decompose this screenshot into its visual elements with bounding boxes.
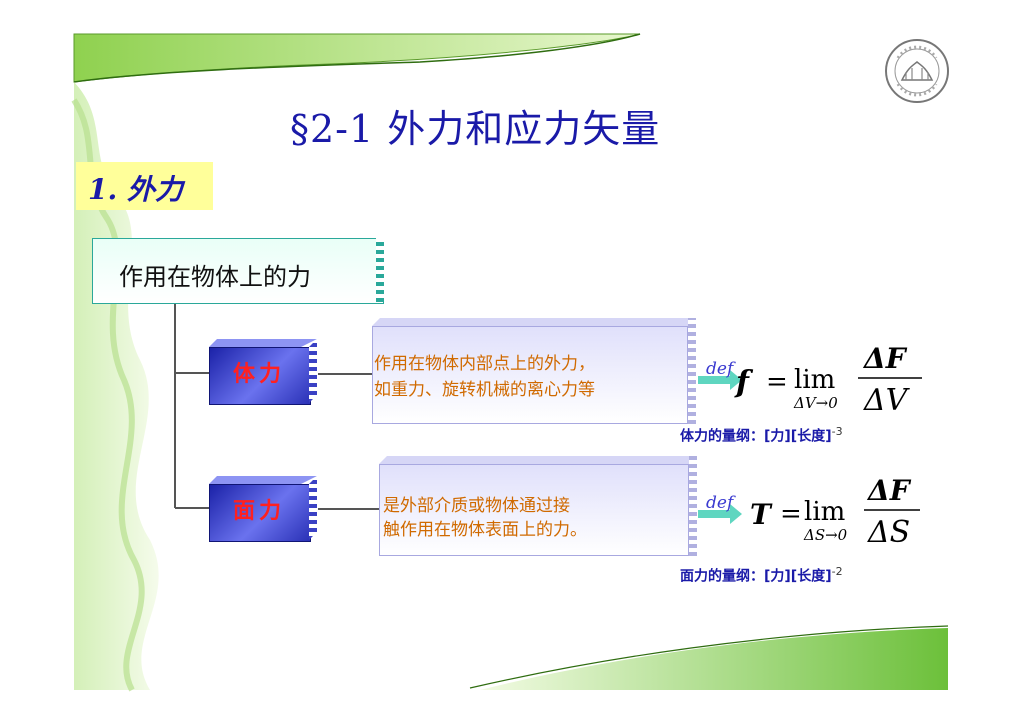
tree-connectors (174, 302, 210, 509)
top-swoosh-decoration (73, 33, 641, 83)
surface-numerator: ΔF (866, 474, 912, 507)
surface-force-description-box: 是外部介质或物体通过接 触作用在物体表面上的力。 (379, 456, 697, 556)
surface-equals: = (780, 499, 802, 529)
body-force-description-box: 作用在物体内部点上的外力， 如重力、旋转机械的离心力等 (372, 318, 696, 424)
root-force-box: 作用在物体上的力 (92, 238, 384, 304)
surface-dim-exponent: -2 (831, 565, 843, 578)
def-arrow-icon (698, 370, 742, 390)
surface-force-desc-line1: 是外部介质或物体通过接 (383, 496, 570, 516)
surface-dim-label: 面力的量纲： (680, 568, 764, 585)
surface-lim: lim (804, 497, 845, 527)
def-arrow-icon (698, 504, 742, 524)
body-force-formula: def f = lim ΔV→0 ΔF ΔV (696, 340, 926, 424)
body-dim-units: [力][长度] (764, 428, 832, 445)
root-force-label: 作用在物体上的力 (119, 263, 311, 291)
body-force-dimension: 体力的量纲：[力][长度]-3 (680, 425, 843, 446)
body-denominator: ΔV (863, 383, 911, 418)
surface-force-formula: def T = lim ΔS→0 ΔF ΔS (696, 474, 926, 558)
body-symbol: f (734, 365, 754, 400)
section-heading: 1. 外力 (76, 162, 213, 210)
surface-force-desc-line2: 触作用在物体表面上的力。 (383, 520, 587, 540)
body-force-label: 体力 (232, 362, 285, 387)
bottom-swoosh-decoration (480, 628, 948, 690)
body-dim-label: 体力的量纲： (680, 428, 764, 445)
body-lim: lim (794, 365, 835, 395)
body-def-label: def (706, 359, 736, 379)
left-wave-decoration (74, 82, 159, 690)
body-equals: = (766, 367, 788, 397)
surface-symbol: T (750, 498, 773, 531)
body-connector (318, 373, 373, 375)
body-force-desc-line2: 如重力、旋转机械的离心力等 (374, 380, 595, 400)
root-box-side-pattern (376, 238, 384, 302)
surface-dim-units: [力][长度] (764, 568, 832, 585)
surface-connector (318, 508, 380, 510)
body-force-desc-line1: 作用在物体内部点上的外力， (374, 354, 595, 374)
surface-denominator: ΔS (867, 515, 910, 550)
body-dim-exponent: -3 (831, 425, 843, 438)
slide-title: §2-1 外力和应力矢量 (290, 107, 661, 151)
surface-force-label: 面力 (232, 499, 285, 524)
section-heading-text: 1. 外力 (88, 173, 183, 206)
surface-force-dimension: 面力的量纲：[力][长度]-2 (680, 565, 843, 586)
body-numerator: ΔF (862, 342, 908, 375)
body-limit-var: ΔV→0 (793, 394, 838, 412)
surface-def-label: def (706, 493, 736, 513)
university-seal-logo (885, 39, 949, 103)
surface-limit-var: ΔS→0 (803, 526, 848, 544)
